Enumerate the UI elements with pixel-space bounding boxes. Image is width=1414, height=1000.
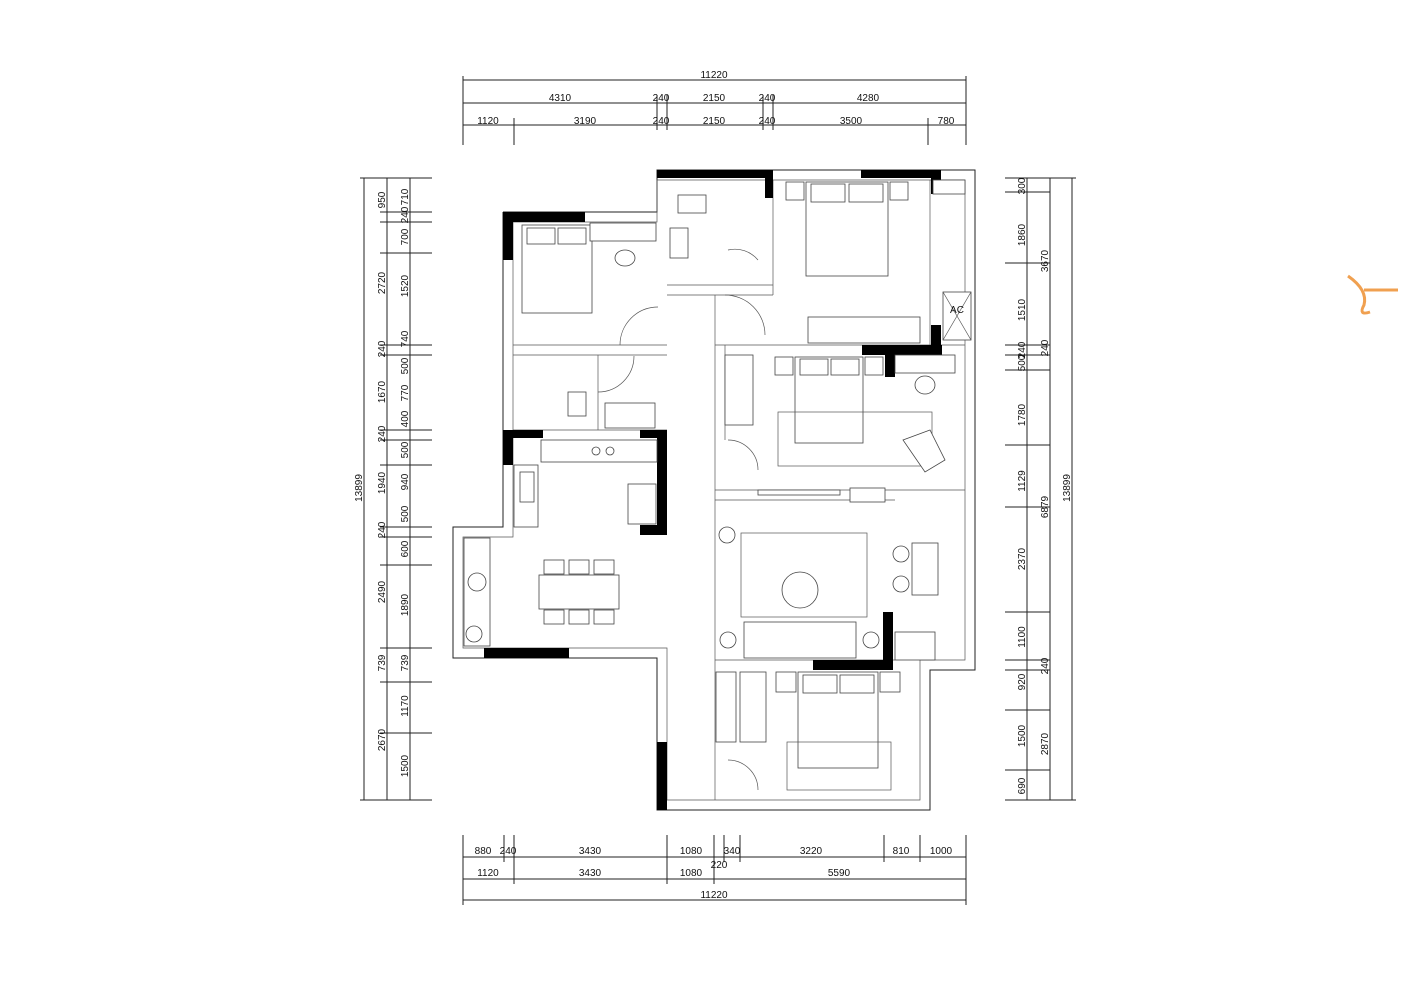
dim-top-row2: 3500 xyxy=(840,116,863,127)
dim-top-row2: 1120 xyxy=(477,116,499,127)
dim-top-row2: 240 xyxy=(759,116,776,127)
dimension-lines xyxy=(360,76,1076,905)
dim-left-outer: 2490 xyxy=(377,580,388,603)
dim-right-mid: 2870 xyxy=(1040,732,1051,755)
kitchen-counter xyxy=(513,439,658,528)
dim-right-inner: 500 xyxy=(1017,354,1028,371)
dim-top-row1: 240 xyxy=(653,93,670,104)
dim-bottom-row1: 1080 xyxy=(680,846,703,857)
bed-bottom-bedroom xyxy=(775,671,901,791)
dim-left-inner: 400 xyxy=(400,410,411,427)
ac-label: AC xyxy=(950,305,964,316)
dim-left-total: 13899 xyxy=(354,474,365,502)
dim-left-inner: 1520 xyxy=(400,274,411,297)
dim-right-inner: 240 xyxy=(1017,341,1028,358)
dim-top-row1: 240 xyxy=(759,93,776,104)
dim-bottom-row2: 1120 xyxy=(477,868,499,879)
dim-left-inner: 770 xyxy=(400,384,411,401)
dim-right-mid: 240 xyxy=(1040,657,1051,674)
dim-right-inner: 1780 xyxy=(1017,403,1028,426)
dim-right-inner: 1510 xyxy=(1017,298,1028,321)
bed-middle-bedroom xyxy=(774,356,933,467)
dim-top-row2: 3190 xyxy=(574,116,597,127)
bed-left-bedroom xyxy=(521,224,593,314)
dim-right-mid: 3670 xyxy=(1040,249,1051,272)
dim-top-row2: 240 xyxy=(653,116,670,127)
dim-right-total: 13899 xyxy=(1062,474,1073,502)
dim-left-inner: 940 xyxy=(400,473,411,490)
dim-bottom-total: 11220 xyxy=(700,890,728,901)
dim-left-inner: 500 xyxy=(400,441,411,458)
dim-left-inner: 700 xyxy=(400,228,411,245)
dim-bottom-row1: 3220 xyxy=(800,846,823,857)
dim-bottom-row1: 240 xyxy=(500,846,517,857)
dining-side-cabinet xyxy=(463,537,491,647)
dim-top-row1: 4310 xyxy=(549,93,572,104)
dim-left-inner: 1500 xyxy=(400,754,411,777)
dim-left-outer: 2720 xyxy=(377,271,388,294)
bathroom-fixtures xyxy=(567,194,936,429)
dim-right-inner: 1129 xyxy=(1017,470,1028,492)
bed-master-bedroom xyxy=(785,181,909,277)
dim-left-inner: 740 xyxy=(400,330,411,347)
doors xyxy=(597,248,766,791)
dim-right-inner: 920 xyxy=(1017,673,1028,690)
wardrobes xyxy=(589,179,966,743)
dim-top-total: 11220 xyxy=(700,70,728,81)
dim-right-mid: 6879 xyxy=(1040,495,1051,518)
dim-left-inner: 500 xyxy=(400,505,411,522)
furniture: AC xyxy=(463,179,972,791)
dim-bottom-row2: 3430 xyxy=(579,868,602,879)
dim-bottom-row1: 810 xyxy=(893,846,910,857)
dim-left-inner: 1170 xyxy=(400,695,411,717)
dim-top-row2: 2150 xyxy=(703,116,726,127)
dim-left-inner: 1890 xyxy=(400,593,411,616)
dim-left-outer: 1670 xyxy=(377,380,388,403)
dim-left-outer: 950 xyxy=(377,191,388,208)
ac-unit: AC xyxy=(942,291,972,341)
dim-bottom-mid: 220 xyxy=(711,860,728,871)
dim-right-inner: 1500 xyxy=(1017,724,1028,747)
dim-bottom-row1: 3430 xyxy=(579,846,602,857)
dim-right-inner: 690 xyxy=(1017,777,1028,794)
dim-bottom-row2: 1080 xyxy=(680,868,703,879)
dim-left-outer: 1940 xyxy=(377,471,388,494)
dim-left-inner: 710 xyxy=(400,188,411,205)
logo xyxy=(1347,274,1398,315)
dim-bottom-row1: 340 xyxy=(724,846,741,857)
dim-left-outer: 240 xyxy=(377,340,388,357)
dim-top-row1: 4280 xyxy=(857,93,880,104)
dim-right-mid: 240 xyxy=(1040,339,1051,356)
dim-left-outer: 240 xyxy=(377,521,388,538)
dim-right-inner: 1100 xyxy=(1017,626,1028,648)
dim-right-inner: 300 xyxy=(1017,177,1028,194)
dimension-ticks xyxy=(380,191,1050,771)
living-room xyxy=(718,429,946,659)
dim-bottom-row1: 880 xyxy=(475,846,492,857)
dim-top-row1: 2150 xyxy=(703,93,726,104)
dim-right-inner: 2370 xyxy=(1017,547,1028,570)
dim-left-outer: 240 xyxy=(377,425,388,442)
dim-left-outer: 2670 xyxy=(377,728,388,751)
dim-left-inner: 739 xyxy=(400,654,411,671)
dim-right-inner: 1860 xyxy=(1017,223,1028,246)
dining-table xyxy=(538,559,620,625)
dimension-labels: 11220 4310 240 2150 240 4280 1120 3190 240 2150 24… xyxy=(354,70,1073,901)
dim-left-inner: 500 xyxy=(400,357,411,374)
dim-top-row2: 780 xyxy=(938,116,955,127)
dim-bottom-row2: 5590 xyxy=(828,868,851,879)
dim-left-inner: 600 xyxy=(400,540,411,557)
dim-bottom-row1: 1000 xyxy=(930,846,953,857)
dim-left-inner: 240 xyxy=(400,206,411,223)
dim-left-outer: 739 xyxy=(377,654,388,671)
